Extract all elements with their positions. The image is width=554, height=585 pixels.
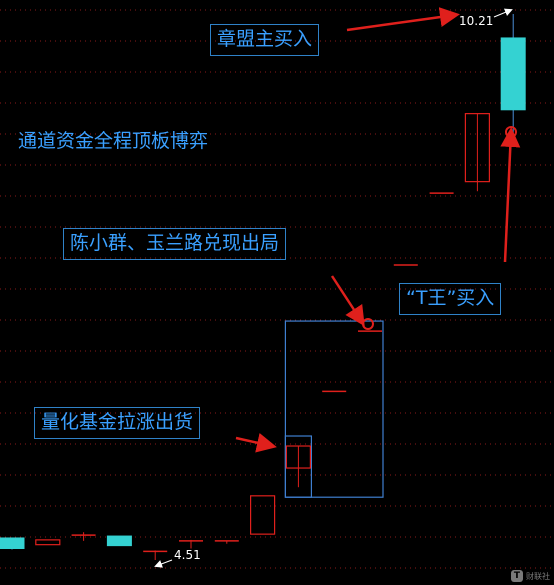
marker-circle-exit — [362, 318, 374, 330]
candle-body — [464, 113, 490, 183]
candle-body — [500, 37, 526, 111]
candle-body — [250, 495, 276, 535]
annotation-chen-xiaoqun: 陈小群、玉兰路兑现出局 — [63, 228, 287, 260]
annotation-arrows — [154, 7, 521, 568]
candle-body — [0, 537, 25, 550]
highlight-zones — [284, 320, 384, 498]
arrow-high-price — [493, 8, 513, 18]
candle-body — [285, 445, 311, 469]
watermark-logo-icon: T — [511, 570, 523, 582]
arrow-quant-fund — [235, 432, 277, 453]
annotation-zhang-mengzhu: 章盟主买入 — [210, 24, 320, 56]
marker-circle-entry — [505, 126, 517, 138]
arrow-zhang-mengzhu — [346, 7, 460, 32]
annotation-quant-fund: 量化基金拉涨出货 — [34, 407, 201, 439]
arrow-low-price — [154, 559, 173, 568]
arrow-chen-xiaoqun — [330, 275, 365, 327]
annotation-t-wang: “T王”买入 — [399, 283, 502, 315]
watermark: T 财联社 — [511, 570, 550, 582]
price-label-high: 10.21 — [459, 14, 494, 28]
candles — [0, 14, 526, 560]
price-label-low: 4.51 — [174, 548, 201, 562]
arrow-t-wang — [500, 127, 521, 263]
zone-chen-xiaoqun — [284, 320, 384, 498]
annotation-channel-funds: 通道资金全程顶板博弈 — [18, 130, 209, 152]
candle-body — [35, 539, 61, 546]
candle-body — [106, 535, 132, 547]
watermark-text: 财联社 — [526, 571, 550, 581]
